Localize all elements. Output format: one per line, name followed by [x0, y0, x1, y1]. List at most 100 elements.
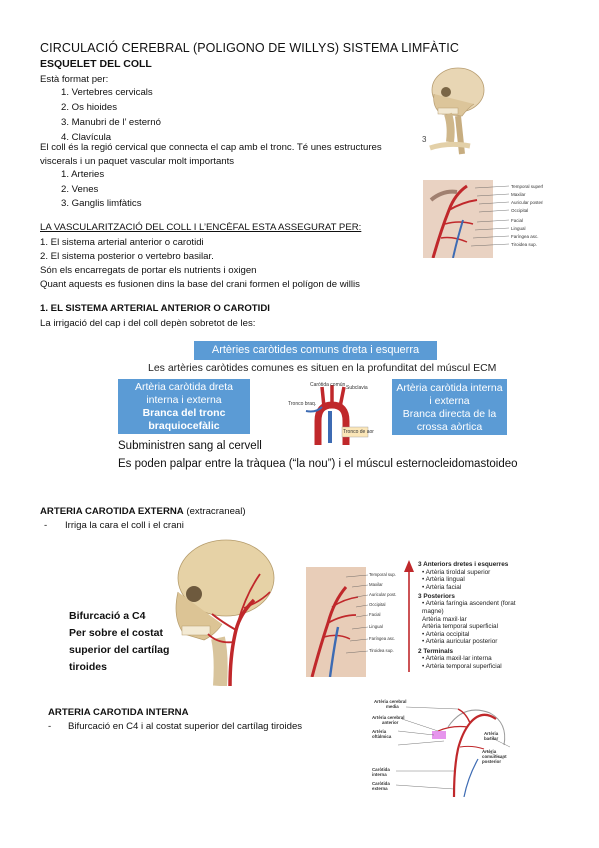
svg-text:Subclavia: Subclavia [346, 385, 368, 391]
diagram-subtitle: Les artèries caròtides comunes es situen… [148, 362, 497, 374]
branch-item: Artèria temporal superficial [422, 623, 499, 631]
branch-item: • Artèria temporal superficial [422, 662, 502, 670]
svg-text:externa: externa [372, 786, 388, 791]
esquelet-heading: ESQUELET DEL COLL [40, 58, 152, 70]
svg-text:basilar: basilar [484, 736, 498, 741]
svg-text:Maxilar: Maxilar [369, 582, 383, 587]
left-carotid-box: Artèria caròtida interna i externa Branc… [392, 379, 507, 435]
esquelet-intro: Està format per: [40, 74, 109, 85]
svg-text:Tiroidea sup.: Tiroidea sup. [511, 242, 537, 247]
esquelet-list: 1. Vertebres cervicals 2. Os hioides 3. … [61, 87, 161, 147]
svg-text:Auricular post.: Auricular post. [369, 592, 396, 597]
page-title: CIRCULACIÓ CEREBRAL (POLIGONO DE WILLYS)… [40, 41, 459, 55]
svg-text:posterior: posterior [482, 759, 501, 764]
svg-text:Tronco de aorta: Tronco de aorta [343, 429, 374, 435]
callout-line: Per sobre el costat [69, 627, 163, 639]
list-item: 3. Ganglis limfàtics [61, 198, 142, 209]
externa-heading: ARTERIA CAROTIDA EXTERNA (extracraneal) [40, 506, 246, 518]
svg-text:Occipital: Occipital [511, 208, 528, 213]
externa-heading-text: ARTERIA CAROTIDA EXTERNA [40, 506, 184, 517]
left-carotid-line: crossa aòrtica [416, 421, 483, 433]
aortic-arch-figure: Tronco de aorta Carótida común Subclavia… [286, 381, 374, 445]
left-carotid-line: Artèria caròtida interna [396, 382, 503, 394]
branch-item: • Artèria facial [422, 583, 462, 591]
interna-bullet: Bifurcació en C4 i al costat superior de… [68, 721, 303, 732]
svg-text:Artèria: Artèria [482, 749, 497, 754]
svg-text:Lingual: Lingual [511, 226, 526, 231]
diagram-caption-1: Subministren sang al cervell [118, 440, 262, 452]
list-item: 1. Vertebres cervicals [61, 87, 153, 98]
bifurcation-callout: Bifurcació a C4 Per sobre el costat supe… [66, 604, 174, 674]
diagram-caption-2: Es poden palpar entre la tràquea (“la no… [118, 458, 518, 470]
svg-text:Caròtida: Caròtida [372, 767, 390, 772]
svg-text:Caròtida: Caròtida [372, 781, 390, 786]
externa-heading-suffix: (extracraneal) [186, 506, 246, 517]
right-carotid-line: Artèria caròtida dreta [134, 381, 234, 393]
common-carotid-box: Artèries caròtides comuns dreta i esquer… [194, 341, 437, 360]
svg-text:Artèria: Artèria [484, 731, 499, 736]
branch-item: 2 Terminals [418, 647, 454, 655]
svg-text:Carótida común: Carótida común [310, 382, 346, 388]
vasc-line-1: 1. El sistema arterial anterior o caroti… [40, 237, 204, 248]
right-carotid-box: Artèria caròtida dreta interna i externa… [118, 379, 250, 434]
svg-text:Artèria cerebral: Artèria cerebral [372, 715, 404, 720]
svg-text:Maxilar: Maxilar [511, 192, 526, 197]
left-carotid-line: i externa [429, 395, 470, 407]
branch-item: • Artèria auricular posterior [422, 638, 498, 646]
svg-text:Tiroidea sup.: Tiroidea sup. [369, 648, 394, 653]
externa-branch-list: 3 Anteriors dretes i esquerres• Artèria … [418, 561, 516, 670]
svg-text:interna: interna [372, 772, 387, 777]
vasc-heading: LA VASCULARITZACIÓ DEL COLL I L’ENCÈFAL … [40, 222, 362, 233]
vasc-line-2: 2. El sistema posterior o vertebro basil… [40, 251, 214, 262]
svg-text:3: 3 [422, 135, 427, 144]
branch-item: • Artèria maxil·lar interna [422, 655, 492, 663]
svg-text:Artèria cerebral: Artèria cerebral [374, 699, 406, 704]
right-carotid-line: interna i externa [146, 394, 222, 406]
svg-text:media: media [386, 704, 399, 709]
callout-line: superior del cartílag [69, 644, 170, 656]
svg-text:Facial: Facial [369, 612, 381, 617]
branch-item: Artèria maxil·lar [422, 615, 467, 623]
up-arrow-icon [404, 560, 414, 672]
svg-text:Facial: Facial [511, 218, 523, 223]
svg-text:comunicant: comunicant [482, 754, 507, 759]
branch-item: 3 Anteriors dretes i esquerres [418, 561, 509, 568]
branch-item: • Artèria faríngia ascendent (forat [422, 600, 516, 608]
svg-text:Lingual: Lingual [369, 624, 383, 629]
branch-item: 3 Posteriors [418, 592, 455, 600]
svg-text:anterior: anterior [382, 720, 399, 725]
svg-text:Temporal sup.: Temporal sup. [369, 572, 396, 577]
vasc-line-4: Quant aquests es fusionen dins la base d… [40, 279, 360, 290]
section1-text: La irrigació del cap i del coll depèn so… [40, 318, 256, 329]
branch-item: • Artèria lingual [422, 576, 465, 584]
skull-neck-figure: 3 [418, 64, 496, 160]
coll-text-2: viscerals i un paquet vascular molt impo… [40, 156, 235, 167]
list-item: 1. Arteries [61, 169, 105, 180]
callout-line: tiroides [69, 661, 107, 673]
list-item: 2. Venes [61, 183, 99, 195]
neck-arteries-figure: Temporal superficialMaxilar Auricular po… [423, 180, 543, 258]
interna-heading: ARTERIA CAROTIDA INTERNA [48, 707, 189, 718]
interna-bullet-dash: - [48, 721, 52, 732]
branch-item: • Artèria tiroïdal superior [422, 568, 491, 576]
coll-text-1: El coll és la regió cervical que connect… [40, 142, 382, 153]
right-carotid-line: braquiocefàlic [148, 420, 220, 432]
branch-item: • Artèria occipital [422, 630, 470, 638]
svg-text:Occipital: Occipital [369, 602, 386, 607]
coll-list: 1. Arteries 2. Venes 3. Ganglis limfàtic… [61, 169, 142, 213]
svg-text:Temporal superficial: Temporal superficial [511, 184, 543, 189]
right-carotid-line: Branca del tronc [142, 407, 226, 419]
callout-line: Bifurcació a C4 [69, 610, 146, 622]
svg-text:Faríngea asc.: Faríngea asc. [369, 636, 395, 641]
branch-item: magne) [422, 608, 444, 616]
externa-bullet: Irriga la cara el coll i el crani [65, 520, 184, 531]
left-carotid-line: Branca directa de la [402, 408, 497, 420]
svg-text:Tronco braq.: Tronco braq. [288, 401, 316, 407]
list-item: 3. Manubri de l’ esternó [61, 117, 161, 128]
section1-heading: 1. EL SISTEMA ARTERIAL ANTERIOR O CAROTI… [40, 303, 270, 314]
vasc-line-3: Són els encarregats de portar els nutrie… [40, 265, 257, 276]
svg-text:oftàlmica: oftàlmica [372, 734, 392, 739]
neck-dissection-figure: Temporal sup. Maxilar Auricular post. Occi… [306, 567, 400, 677]
svg-text:Faríngea asc.: Faríngea asc. [511, 234, 539, 239]
